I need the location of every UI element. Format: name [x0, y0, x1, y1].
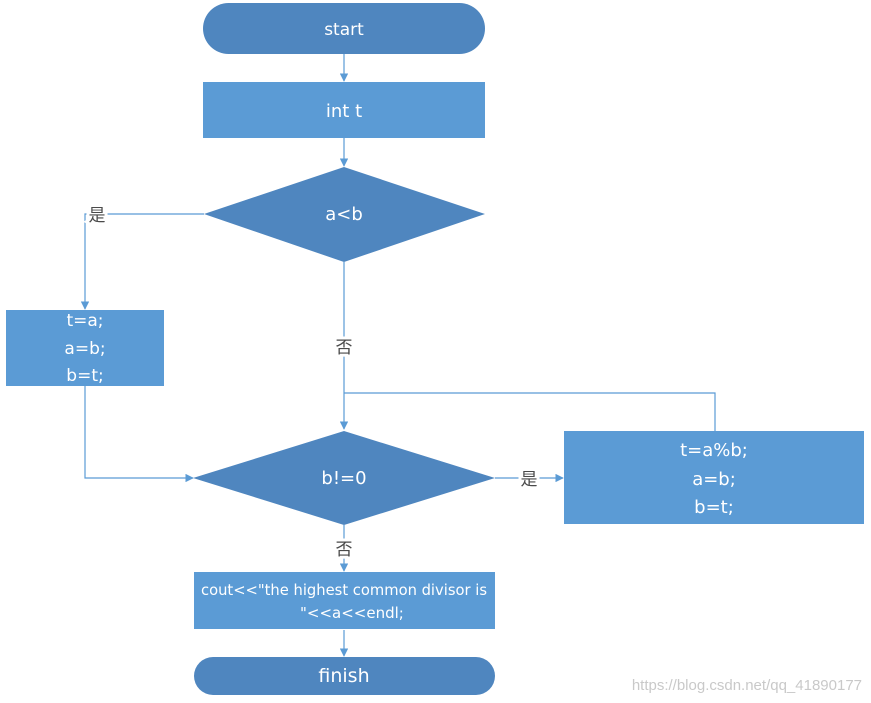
- loop-node: t=a%b; a=b; b=t;: [564, 431, 864, 524]
- swap-line-3: b=t;: [66, 366, 103, 386]
- start-node: start: [203, 3, 485, 54]
- connectors: [80, 54, 716, 657]
- edge-swap-cond2: [84, 386, 194, 483]
- cond2-node: b!=0: [193, 431, 495, 525]
- finish-node: finish: [194, 657, 495, 695]
- start-label: start: [324, 20, 364, 40]
- cond1-yes-label: 是: [89, 206, 106, 226]
- finish-shape: [194, 657, 495, 695]
- output-shape: [194, 572, 495, 629]
- swap-line-2: a=b;: [64, 339, 105, 359]
- watermark-text: https://blog.csdn.net/qq_41890177: [632, 677, 862, 694]
- cond1-label: a<b: [325, 204, 363, 225]
- edge-cond1-yes: [80, 213, 204, 310]
- cond2-no-label: 否: [336, 540, 353, 560]
- output-node: cout<<"the highest common divisor is "<<…: [194, 572, 495, 629]
- swap-shape: [6, 310, 164, 386]
- start-shape: [203, 3, 485, 54]
- cond2-shape: [193, 431, 495, 525]
- loop-shape: [564, 431, 864, 524]
- cond2-label: b!=0: [321, 468, 366, 489]
- loop-line-1: t=a%b;: [680, 440, 748, 461]
- loop-line-2: a=b;: [692, 469, 736, 490]
- cond2-yes-label: 是: [521, 470, 538, 490]
- cond1-no-label: 否: [336, 338, 353, 358]
- swap-node: t=a; a=b; b=t;: [6, 310, 164, 386]
- swap-line-1: t=a;: [66, 311, 103, 331]
- cond1-shape: [204, 167, 485, 262]
- cond1-node: a<b: [204, 167, 485, 262]
- finish-label: finish: [318, 665, 369, 687]
- loop-line-3: b=t;: [694, 497, 734, 518]
- init-shape: [203, 82, 485, 138]
- init-label: int t: [326, 101, 362, 122]
- edge-loop-back: [344, 392, 716, 431]
- output-line-1: cout<<"the highest common divisor is: [201, 581, 487, 599]
- init-node: int t: [203, 82, 485, 138]
- output-line-2: "<<a<<endl;: [300, 604, 404, 622]
